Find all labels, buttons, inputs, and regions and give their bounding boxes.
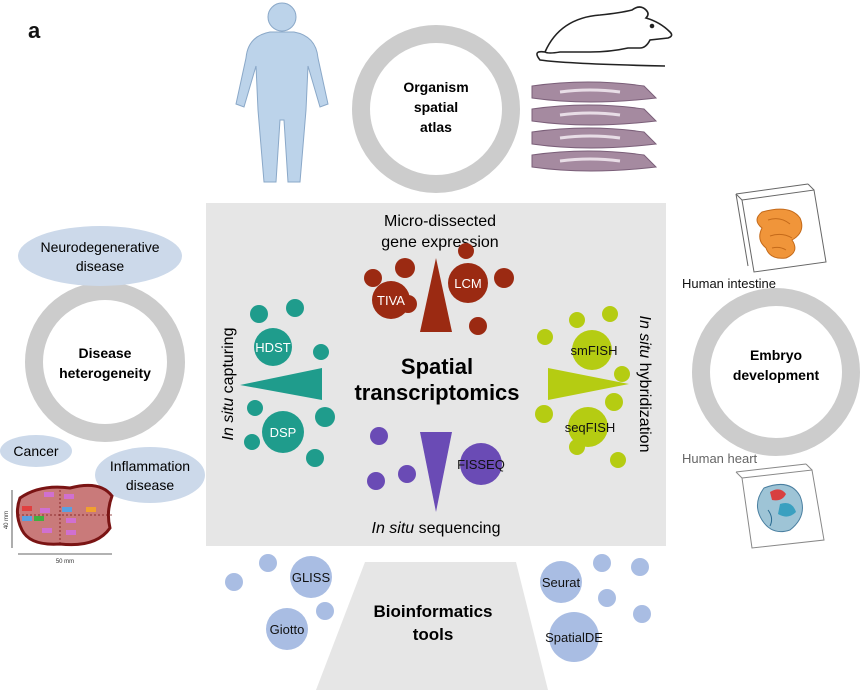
- in-situ-sequencing-group: [367, 427, 502, 512]
- tool-label-giotto: Giotto: [270, 622, 305, 637]
- panel-label: a: [28, 18, 41, 43]
- inflammation-line1: Inflammation: [110, 458, 190, 474]
- method-label-lcm: LCM: [454, 276, 481, 291]
- method-label-smfish: smFISH: [571, 343, 618, 358]
- micro-dissected-line1: Micro-dissected: [384, 213, 496, 230]
- center-title-line2: transcriptomics: [354, 380, 519, 405]
- in-situ-capturing-rest: capturing: [220, 328, 237, 398]
- in-situ-hybridization-label: In situ hybridization: [636, 316, 653, 453]
- bioinformatics-line1: Bioinformatics: [373, 602, 492, 621]
- organism-atlas-line1: Organism: [403, 79, 468, 95]
- tool-bubble-giotto: [266, 608, 308, 650]
- heart-3d-icon: [735, 463, 825, 549]
- method-bubble-tiva: [372, 281, 410, 319]
- tissue-map-icon: 50 mm 40 mm: [4, 483, 114, 565]
- organism-atlas-ring: Organism spatial atlas: [352, 25, 520, 193]
- intestine-3d-icon: [735, 183, 827, 273]
- brain-slice-stack-icon: [531, 81, 658, 172]
- bioinformatics-trapezoid: [316, 562, 548, 690]
- disease-heterogeneity-ring: Disease heterogeneity: [25, 282, 185, 442]
- micro-dissected-cone: [420, 258, 452, 332]
- in-situ-hybridization-cone: [548, 368, 629, 400]
- disease-line2: heterogeneity: [59, 365, 151, 381]
- in-situ-hybridization-rest: hybridization: [636, 358, 653, 452]
- in-situ-capturing-italic: In situ: [220, 398, 237, 441]
- tool-bubble-gliss: [290, 556, 332, 598]
- human-body-icon: [235, 2, 329, 183]
- micro-dissected-line2: gene expression: [381, 234, 498, 251]
- disease-line1: Disease: [79, 345, 132, 361]
- neurodegenerative-line2: disease: [76, 258, 124, 274]
- embryo-line2: development: [733, 367, 820, 383]
- organism-atlas-line3: atlas: [420, 119, 452, 135]
- intestine-label: Human intestine: [682, 276, 776, 291]
- in-situ-sequencing-label: In situ sequencing: [372, 520, 501, 537]
- micro-dissected-group: [364, 243, 514, 335]
- method-label-seqfish: seqFISH: [565, 420, 616, 435]
- tool-label-gliss: GLISS: [292, 570, 331, 585]
- tissue-map-x-dim: 50 mm: [56, 559, 74, 565]
- in-situ-hybridization-italic: In situ: [636, 316, 653, 359]
- method-bubble-lcm: [448, 263, 488, 303]
- heart-label: Human heart: [682, 451, 758, 466]
- in-situ-hybridization-group: [535, 306, 630, 468]
- center-title-line1: Spatial: [401, 354, 473, 379]
- neurodegenerative-bubble: Neurodegenerative disease: [18, 226, 182, 286]
- embryo-line1: Embryo: [750, 347, 802, 363]
- inflammation-line2: disease: [126, 477, 174, 493]
- tool-label-spatialde: SpatialDE: [545, 630, 603, 645]
- inflammation-bubble: Inflammation disease: [95, 447, 205, 503]
- in-situ-capturing-cone: [240, 368, 322, 400]
- method-bubble-dsp: [262, 411, 304, 453]
- organism-atlas-line2: spatial: [414, 99, 458, 115]
- tool-bubble-seurat: [540, 561, 582, 603]
- cancer-bubble: Cancer: [0, 435, 72, 467]
- tool-label-seurat: Seurat: [542, 575, 581, 590]
- in-situ-sequencing-italic: In situ: [372, 520, 415, 537]
- in-situ-capturing-group: [240, 299, 335, 467]
- cancer-label: Cancer: [13, 443, 58, 459]
- embryo-development-ring: Embryo development: [692, 288, 860, 456]
- tissue-map-y-dim: 40 mm: [4, 511, 10, 529]
- in-situ-sequencing-rest: sequencing: [414, 520, 500, 537]
- method-bubble-seqfish: [568, 407, 608, 447]
- method-label-fisseq: FISSEQ: [457, 457, 505, 472]
- method-label-dsp: DSP: [270, 425, 297, 440]
- method-bubble-hdst: [254, 328, 292, 366]
- mouse-icon: [536, 6, 673, 67]
- in-situ-capturing-label: In situ capturing: [220, 328, 237, 441]
- method-label-hdst: HDST: [255, 340, 290, 355]
- neurodegenerative-line1: Neurodegenerative: [40, 239, 159, 255]
- bioinformatics-line2: tools: [413, 625, 454, 644]
- bioinformatics-group: [225, 554, 651, 662]
- method-bubble-fisseq: [460, 443, 502, 485]
- method-bubble-smfish: [572, 330, 612, 370]
- in-situ-sequencing-cone: [420, 432, 452, 512]
- method-label-tiva: TIVA: [377, 293, 405, 308]
- tool-bubble-spatialde: [549, 612, 599, 662]
